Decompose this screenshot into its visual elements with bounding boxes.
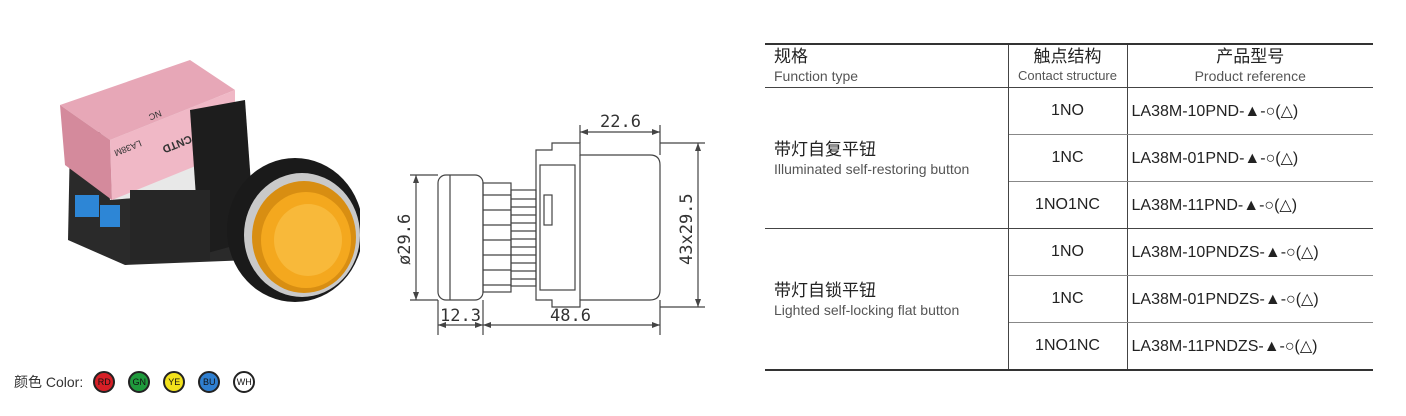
color-legend: 颜色 Color: RD GN YE BU WH	[14, 369, 268, 395]
color-dot-ye: YE	[163, 371, 186, 393]
reference-cell: LA38M-10PNDZS-▲-○(△)	[1127, 228, 1373, 276]
contact-cell: 1NO	[1008, 228, 1128, 276]
color-dot-bu: BU	[198, 371, 221, 393]
table-row: 带灯自复平钮 Illuminated self-restoring button…	[765, 87, 1373, 229]
dimension-drawing: 22.6 ø29.6 43x29.5 12.3 48.6	[395, 112, 705, 335]
dim-front: 12.3	[440, 306, 481, 326]
contact-cell: 1NC	[1008, 134, 1128, 182]
contact-cell: 1NO1NC	[1008, 322, 1128, 371]
color-dot-rd: RD	[93, 371, 116, 393]
reference-cell: LA38M-01PNDZS-▲-○(△)	[1127, 275, 1373, 323]
table-row: 带灯自锁平钮 Lighted self-locking flat button …	[765, 228, 1373, 370]
dim-top: 22.6	[600, 112, 641, 132]
reference-cell: LA38M-01PND-▲-○(△)	[1127, 134, 1373, 182]
header-function-type: 规格 Function type	[765, 44, 1009, 88]
contact-cell: 1NO1NC	[1008, 181, 1128, 229]
color-dot-gn: GN	[128, 371, 151, 393]
product-photo: CNTD LA38M NC	[60, 60, 360, 302]
contact-cell: 1NC	[1008, 275, 1128, 323]
dim-height: 43x29.5	[677, 193, 697, 265]
group-self-restoring: 带灯自复平钮 Illuminated self-restoring button	[765, 87, 1009, 229]
dim-diameter: ø29.6	[395, 214, 415, 265]
dim-length: 48.6	[550, 306, 591, 326]
reference-cell: LA38M-10PND-▲-○(△)	[1127, 87, 1373, 135]
table-header: 规格 Function type 触点结构 Contact structure …	[765, 44, 1373, 88]
table-row: 1NC LA38M-01PND-▲-○(△)	[765, 134, 1373, 182]
spec-table: 规格 Function type 触点结构 Contact structure …	[765, 43, 1373, 371]
reference-cell: LA38M-11PND-▲-○(△)	[1127, 181, 1373, 229]
table-row: 1NC LA38M-01PNDZS-▲-○(△)	[765, 275, 1373, 323]
table-row: 1NO1NC LA38M-11PND-▲-○(△)	[765, 181, 1373, 229]
table-row: 1NO1NC LA38M-11PNDZS-▲-○(△)	[765, 322, 1373, 371]
color-label: 颜色 Color:	[14, 374, 84, 390]
color-dot-wh: WH	[233, 371, 256, 393]
reference-cell: LA38M-11PNDZS-▲-○(△)	[1127, 322, 1373, 371]
header-product-reference: 产品型号 Product reference	[1127, 44, 1373, 88]
group-self-locking: 带灯自锁平钮 Lighted self-locking flat button	[765, 228, 1009, 370]
label-contact: NC	[147, 108, 163, 122]
header-contact-structure: 触点结构 Contact structure	[1008, 44, 1128, 88]
contact-cell: 1NO	[1008, 87, 1128, 135]
